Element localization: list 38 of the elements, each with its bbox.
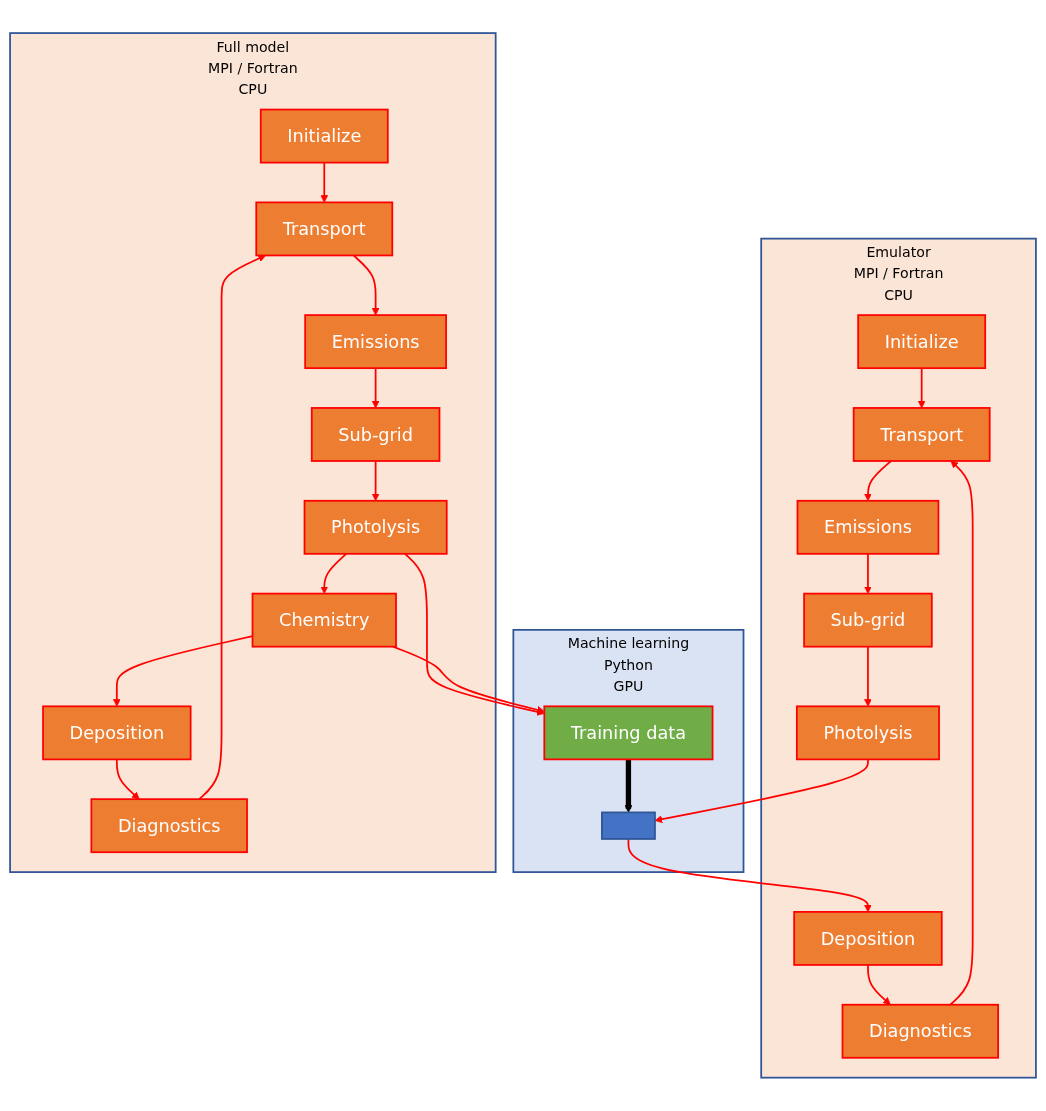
arrow <box>392 645 545 714</box>
node-label: CPU <box>884 286 913 304</box>
arrow <box>624 759 633 813</box>
arrow <box>320 553 348 595</box>
arrow <box>352 254 380 316</box>
node-box: Photolysis <box>795 705 940 761</box>
arrow <box>371 460 380 502</box>
node-label: GPU <box>613 677 644 695</box>
node-box: Initialize <box>259 108 389 164</box>
arrow <box>654 758 869 824</box>
arrow <box>198 254 266 801</box>
arrow <box>864 460 892 502</box>
node-box: Transport <box>852 407 991 462</box>
node-box: Photolysis <box>303 500 448 555</box>
arrow <box>949 460 974 1006</box>
arrow <box>867 964 891 1006</box>
node-box: Emissions <box>796 500 940 555</box>
arrow <box>864 645 872 707</box>
node-box: Training data <box>543 705 714 761</box>
arrow <box>320 161 329 203</box>
arrow <box>864 553 872 595</box>
node-label: CPU <box>238 80 268 98</box>
node-box: Chemistry <box>251 592 397 648</box>
node-box: Sub-grid <box>310 407 441 462</box>
node-box: Deposition <box>42 705 192 761</box>
arrow <box>404 553 545 716</box>
arrow <box>627 838 872 913</box>
node-box: Diagnostics <box>90 798 248 854</box>
node-box: Transport <box>255 201 394 257</box>
node-box: Deposition <box>793 911 943 966</box>
node-box: Diagnostics <box>841 1003 1000 1059</box>
arrow <box>115 758 140 800</box>
arrow <box>371 367 380 409</box>
node-box <box>601 811 656 840</box>
arrow <box>917 367 926 409</box>
node-box: Initialize <box>857 314 987 370</box>
node-box: Emissions <box>304 314 447 370</box>
node-box: Sub-grid <box>803 592 933 648</box>
